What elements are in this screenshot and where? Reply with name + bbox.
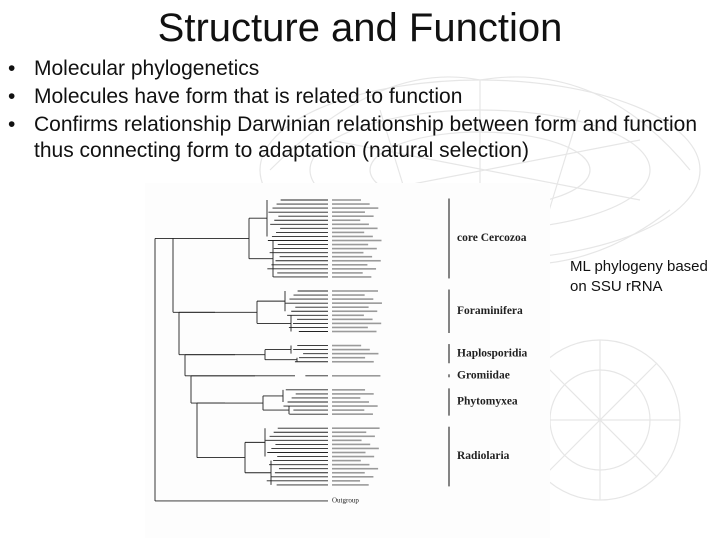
clade-label: Phytomyxea <box>457 396 518 408</box>
taxon-name-placeholder <box>332 268 377 270</box>
bullet-marker: • <box>8 57 16 80</box>
taxon-name-placeholder <box>332 326 368 329</box>
taxon-name-placeholder <box>332 360 374 363</box>
taxon-name-placeholder <box>332 310 378 313</box>
taxon-name-placeholder <box>332 356 366 359</box>
taxon-name-placeholder <box>332 199 361 201</box>
taxon-name-placeholder <box>332 264 368 266</box>
clade-label: Foraminifera <box>457 305 523 317</box>
bullet-list: • Molecular phylogenetics • Molecules ha… <box>8 56 708 166</box>
phylogenetic-tree: core CercozoaForaminiferaHaplosporidiaGr… <box>154 198 528 505</box>
taxon-name-placeholder <box>332 451 366 454</box>
bullet-item: • Molecules have form that is related to… <box>8 84 708 110</box>
taxon-name-placeholder <box>332 480 361 482</box>
taxon-name-placeholder <box>332 413 373 415</box>
taxon-name-placeholder <box>332 484 369 486</box>
taxon-name-placeholder <box>332 203 370 205</box>
bullet-text: Confirms relationship Darwinian relation… <box>34 113 698 162</box>
bullet-text: Molecules have form that is related to f… <box>34 85 463 108</box>
bullet-marker: • <box>8 85 16 108</box>
taxon-name-placeholder <box>332 322 382 325</box>
taxon-name-placeholder <box>332 223 369 226</box>
bullet-text: Molecular phylogenetics <box>34 57 260 80</box>
bullet-item: • Molecular phylogenetics <box>8 56 708 82</box>
taxon-name-placeholder <box>332 397 361 399</box>
slide-title: Structure and Function <box>157 6 563 50</box>
taxon-name-placeholder <box>332 247 377 250</box>
taxon-name-placeholder <box>332 447 379 450</box>
taxon-name-placeholder <box>332 298 374 300</box>
taxon-name-placeholder <box>332 393 374 395</box>
taxon-name-placeholder <box>332 306 369 308</box>
taxon-name-placeholder <box>332 463 370 466</box>
taxon-name-placeholder <box>332 467 379 470</box>
taxon-name-placeholder <box>332 290 378 292</box>
taxon-name-placeholder <box>332 255 373 258</box>
clade-label: Haplosporidia <box>457 347 528 359</box>
taxon-name-placeholder <box>332 344 362 347</box>
taxon-name-placeholder <box>332 443 371 446</box>
outgroup-label: Outgroup <box>332 497 359 505</box>
taxon-name-placeholder <box>332 389 366 391</box>
taxon-name-placeholder <box>332 239 382 242</box>
taxon-name-placeholder <box>332 227 378 230</box>
taxon-name-placeholder <box>332 471 365 474</box>
taxon-name-placeholder <box>332 211 365 213</box>
taxon-name-placeholder <box>332 435 375 438</box>
taxon-name-placeholder <box>332 401 369 403</box>
taxon-name-placeholder <box>332 215 374 217</box>
taxon-name-placeholder <box>332 348 370 351</box>
taxon-name-placeholder <box>332 318 373 321</box>
taxon-name-placeholder <box>332 455 375 458</box>
bullet-marker: • <box>8 113 16 136</box>
taxon-name-placeholder <box>332 431 367 434</box>
taxon-name-placeholder <box>332 276 372 278</box>
taxon-name-placeholder <box>332 330 377 333</box>
taxon-name-placeholder <box>332 352 379 355</box>
taxon-name-placeholder <box>332 219 361 222</box>
taxon-name-placeholder <box>332 294 365 296</box>
taxon-name-placeholder <box>332 427 380 429</box>
taxon-name-placeholder <box>332 251 364 254</box>
taxon-name-placeholder <box>332 476 374 478</box>
clade-label: Radiolaria <box>457 450 510 462</box>
taxon-name-placeholder <box>332 314 364 317</box>
taxon-name-placeholder <box>332 272 363 274</box>
taxon-name-placeholder <box>332 459 361 462</box>
taxon-name-placeholder <box>332 439 362 442</box>
bullet-item: • Confirms relationship Darwinian relati… <box>8 112 708 164</box>
taxon-name-placeholder <box>332 235 373 238</box>
taxon-name-placeholder <box>332 405 378 407</box>
taxon-name-placeholder <box>332 302 382 304</box>
clade-label: core Cercozoa <box>457 232 527 244</box>
taxon-name-placeholder <box>332 409 365 411</box>
taxon-name-placeholder <box>332 375 381 377</box>
taxon-name-placeholder <box>332 231 365 234</box>
taxon-name-placeholder <box>332 243 369 246</box>
taxon-name-placeholder <box>332 207 379 209</box>
figure-caption: ML phylogeny based on SSU rRNA <box>570 258 708 295</box>
taxon-name-placeholder <box>332 259 381 262</box>
clade-label: Gromiidae <box>457 369 510 381</box>
